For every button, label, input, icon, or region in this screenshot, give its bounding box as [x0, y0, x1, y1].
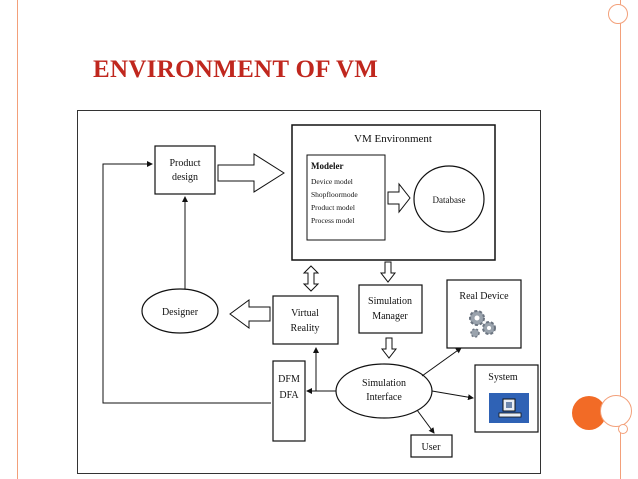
simulation-interface-ellipse — [335, 363, 433, 419]
arrow-dfm-feedback-loop — [102, 161, 271, 404]
simulation-manager-label: Simulation — [368, 296, 412, 307]
dfm-dfa-label: DFA — [279, 390, 299, 401]
database-ellipse — [413, 165, 485, 233]
arrow-interface-to-real-device — [421, 347, 462, 377]
virtual-reality-label: Virtual — [291, 308, 319, 319]
arrow-product-to-vm — [217, 153, 285, 193]
modeler-item: Device model — [311, 177, 353, 186]
modeler-item: Product model — [311, 203, 355, 212]
vm-environment-diagram: VM Environment Modeler Device model Shop… — [77, 110, 541, 474]
product-design-label: design — [172, 172, 198, 183]
dfm-dfa-label: DFM — [278, 374, 300, 385]
designer-label: Designer — [162, 307, 199, 318]
arrow-modeler-to-database — [387, 182, 411, 214]
simulation-interface-label: Simulation — [362, 378, 406, 389]
arrow-vm-to-sim-manager — [379, 261, 397, 283]
dfm-dfa-box — [272, 360, 306, 442]
simulation-interface-label: Interface — [366, 392, 402, 403]
designer-ellipse — [141, 288, 219, 334]
modeler-item: Process model — [311, 216, 355, 225]
real-device-box — [446, 279, 522, 349]
user-box — [410, 434, 453, 458]
decor-circle-outline — [600, 395, 632, 427]
modeler-title: Modeler — [311, 161, 343, 171]
simulation-manager-box — [358, 284, 423, 334]
decor-circle-small — [618, 424, 628, 434]
slide-border-right — [620, 0, 621, 479]
arrow-sim-manager-to-interface — [380, 337, 398, 359]
virtual-reality-box — [272, 295, 339, 345]
arrow-vm-virtual-reality — [302, 265, 320, 292]
user-label: User — [422, 442, 442, 453]
slide-title: ENVIRONMENT OF VM — [93, 56, 379, 83]
modeler-box — [306, 154, 386, 241]
product-design-box — [154, 145, 216, 195]
database-label: Database — [433, 195, 466, 205]
decor-circle-top — [608, 4, 628, 24]
real-device-label: Real Device — [459, 291, 509, 302]
system-label: System — [488, 372, 518, 383]
arrow-interface-to-system — [431, 390, 474, 401]
diagram-frame — [77, 110, 541, 474]
simulation-manager-label: Manager — [372, 311, 408, 322]
product-design-label: Product — [169, 158, 200, 169]
vm-environment-label: VM Environment — [354, 133, 432, 145]
gears-icon — [469, 310, 496, 338]
slide-border-left — [17, 0, 18, 479]
virtual-reality-label: Reality — [291, 323, 320, 334]
arrow-vr-to-designer — [229, 299, 271, 329]
arrow-interface-to-user — [416, 409, 435, 434]
modeler-item: Shopfloormode — [311, 190, 358, 199]
computer-icon — [489, 393, 529, 423]
